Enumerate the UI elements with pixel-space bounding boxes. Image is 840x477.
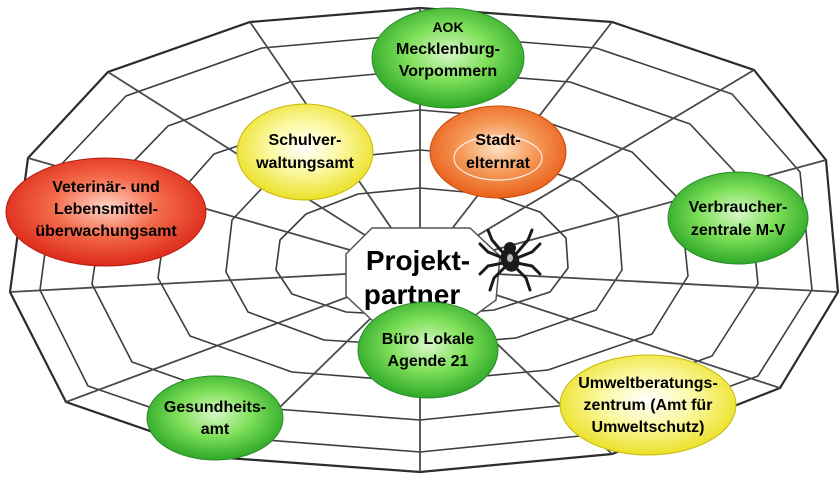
partner-label-line: Verbraucher- [689, 199, 788, 216]
partner-stadtelternrat: Stadt- elternrat [429, 105, 567, 199]
partner-gesundheitsamt: Gesundheits- amt [146, 375, 284, 461]
partner-schulverwaltungsamt: Schulver- waltungsamt [236, 103, 374, 201]
partner-node-ellipse [5, 157, 207, 267]
partner-node-ellipse [357, 301, 499, 399]
partner-label-line: Schulver- [269, 132, 342, 149]
partner-label-line: waltungsamt [255, 155, 354, 172]
partner-label-line: amt [201, 421, 230, 438]
partner-node-ellipse [236, 103, 374, 201]
partner-label-line: Lebensmittel- [54, 201, 158, 218]
partner-label-line: zentrale M-V [691, 222, 786, 239]
partner-aok: AOK Mecklenburg- Vorpommern [371, 7, 525, 109]
partner-label-line: Büro Lokale [382, 331, 475, 348]
partner-label-line: zentrum (Amt für [584, 397, 713, 414]
partner-label-line: Agende 21 [388, 353, 469, 370]
partner-node-ellipse [429, 105, 567, 199]
center-hub: Projekt- partner [345, 227, 501, 323]
partner-label-line: überwachungsamt [35, 223, 177, 240]
partner-label-line: Umweltschutz) [592, 419, 705, 436]
partner-verbraucherzentrale: Verbraucher- zentrale M-V [667, 171, 809, 265]
partner-label-line: Vorpommern [399, 63, 497, 80]
partner-node-highlight [453, 135, 543, 181]
center-label-line-1: Projekt- [366, 245, 470, 276]
partner-label-line: AOK [432, 19, 463, 35]
partner-label-line: elternrat [466, 155, 531, 172]
partner-node-ellipse [371, 7, 525, 109]
partner-buero-agende: Büro Lokale Agende 21 [357, 301, 499, 399]
partner-node-ellipse [146, 375, 284, 461]
partner-node-ellipse [559, 354, 737, 456]
partner-veterinaer: Veterinär- und Lebensmittel- überwachung… [5, 157, 207, 267]
partner-label-line: Veterinär- und [52, 179, 160, 196]
partner-label-line: Umweltberatungs- [578, 375, 718, 392]
partner-label-line: Stadt- [475, 132, 520, 149]
partner-label-line: Mecklenburg- [396, 41, 500, 58]
partner-umweltberatung: Umweltberatungs- zentrum (Amt für Umwelt… [559, 354, 737, 456]
partner-node-ellipse [667, 171, 809, 265]
partner-label-line: Gesundheits- [164, 399, 266, 416]
spider-icon [478, 228, 542, 292]
